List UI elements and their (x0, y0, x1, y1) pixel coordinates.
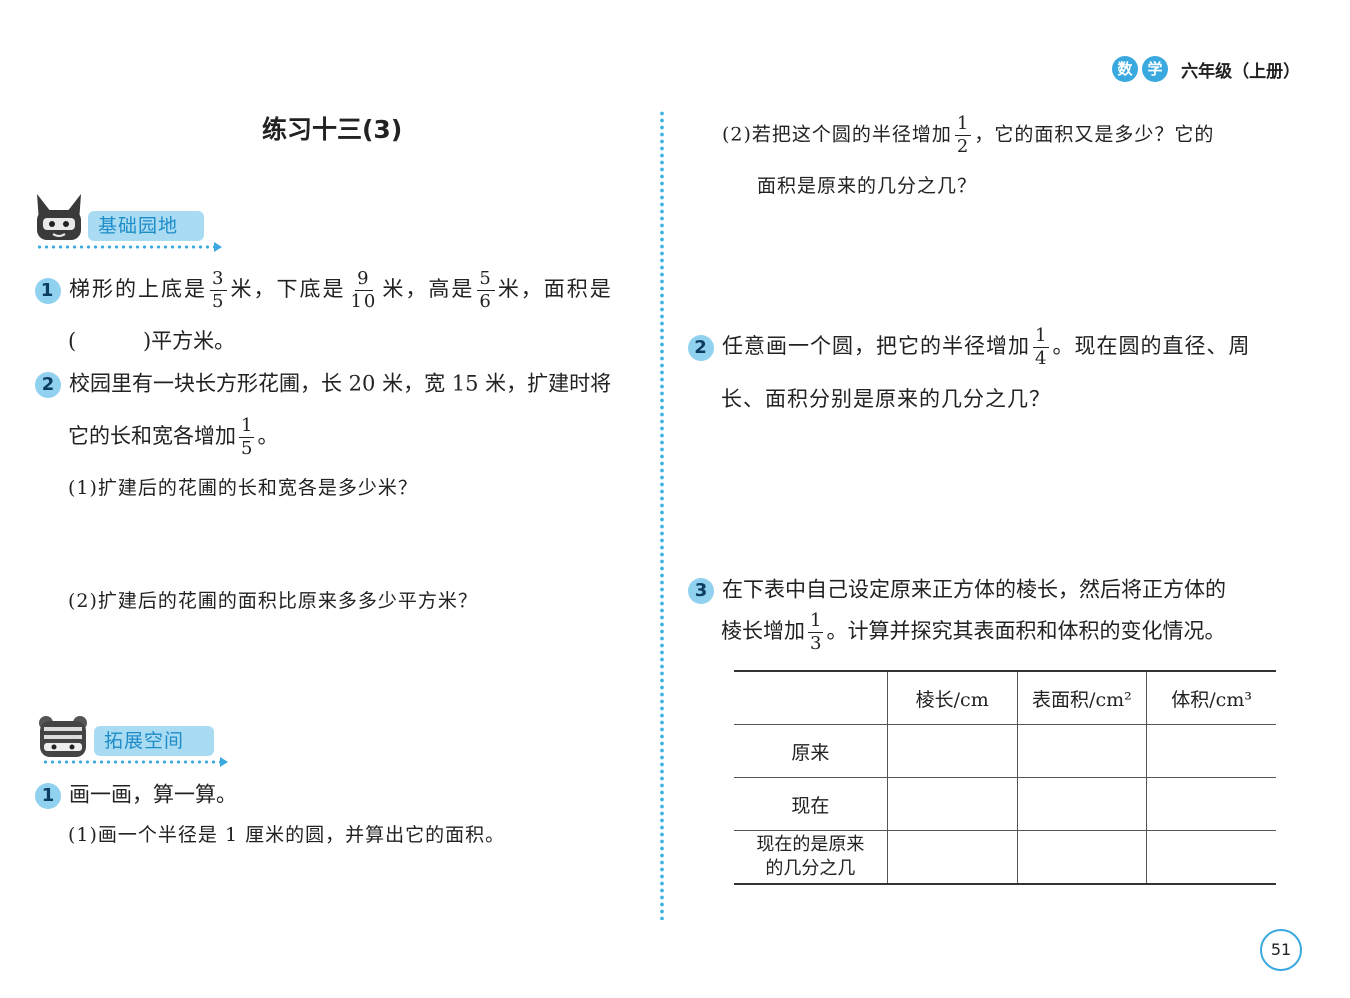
cube-table: 棱长/cm 表面积/cm² 体积/cm³ 原来 现在 现在的是原来的几分之几 (734, 670, 1276, 885)
section-basic-arrow-icon (214, 242, 222, 252)
table-cell[interactable] (1146, 724, 1276, 778)
table-cell[interactable] (886, 724, 1018, 778)
subject-badge-1: 数 (1112, 56, 1138, 82)
grade-label: 六年级（上册） (1181, 61, 1301, 82)
table-cell[interactable] (1016, 777, 1148, 831)
table-row-label: 现在 (734, 777, 888, 831)
q1-number: 1 (35, 277, 61, 304)
e1-sub1: (1)画一个半径是 1 厘米的圆，并算出它的面积。 (68, 824, 506, 846)
table-cell[interactable] (1016, 724, 1148, 778)
table-row: 现在 (734, 777, 1276, 831)
table-row: 现在的是原来的几分之几 (734, 830, 1276, 885)
e2-number: 2 (688, 334, 714, 361)
table-row: 原来 (734, 724, 1276, 778)
table-row-label: 原来 (734, 724, 888, 778)
section-extension-arrow-icon (220, 757, 228, 767)
page-number: 51 (1260, 929, 1302, 971)
section-basic-dots (36, 245, 214, 249)
section-extension: 拓展空间 (94, 726, 214, 756)
rabbit-mascot-icon (37, 194, 81, 240)
e2-line2: 长、面积分别是原来的几分之几？ (721, 387, 1051, 411)
q1-line2: ( )平方米。 (68, 329, 236, 353)
q2-sub1: (1)扩建后的花圃的长和宽各是多少米？ (68, 477, 418, 499)
q2-sub2: (2)扩建后的花圃的面积比原来多多少平方米？ (68, 590, 478, 612)
page-title: 练习十三(3) (262, 115, 403, 144)
table-cell[interactable] (886, 777, 1018, 831)
q1-text-b: 米，下底是 (230, 277, 346, 301)
section-extension-dots (42, 760, 220, 764)
raccoon-mascot-icon (39, 716, 87, 757)
q2-number: 2 (35, 372, 61, 398)
table-cell[interactable] (1016, 830, 1148, 885)
table-cell[interactable] (886, 830, 1018, 885)
table-cell[interactable] (1146, 777, 1276, 831)
table-header-cell (734, 670, 888, 725)
table-header-cell: 体积/cm³ (1146, 670, 1276, 725)
center-divider (659, 110, 665, 920)
table-row-label: 现在的是原来的几分之几 (734, 830, 888, 885)
e1-sub2-line2: 面积是原来的几分之几？ (757, 175, 978, 197)
q1-text-a: 梯形的上底是 (69, 277, 207, 301)
section-basic: 基础园地 (88, 211, 204, 241)
e3-number: 3 (688, 578, 714, 604)
q1-text-d: 米，面积是 (497, 277, 613, 301)
subject-badge-2: 学 (1142, 56, 1168, 82)
q1-text-c: 米，高是 (382, 277, 475, 301)
table-header-cell: 表面积/cm² (1016, 670, 1148, 725)
table-cell[interactable] (1146, 830, 1276, 885)
header: 数学 六年级（上册） (1112, 56, 1300, 82)
e1-number: 1 (35, 783, 61, 809)
table-header-row: 棱长/cm 表面积/cm² 体积/cm³ (734, 670, 1276, 725)
table-header-cell: 棱长/cm (886, 670, 1018, 725)
